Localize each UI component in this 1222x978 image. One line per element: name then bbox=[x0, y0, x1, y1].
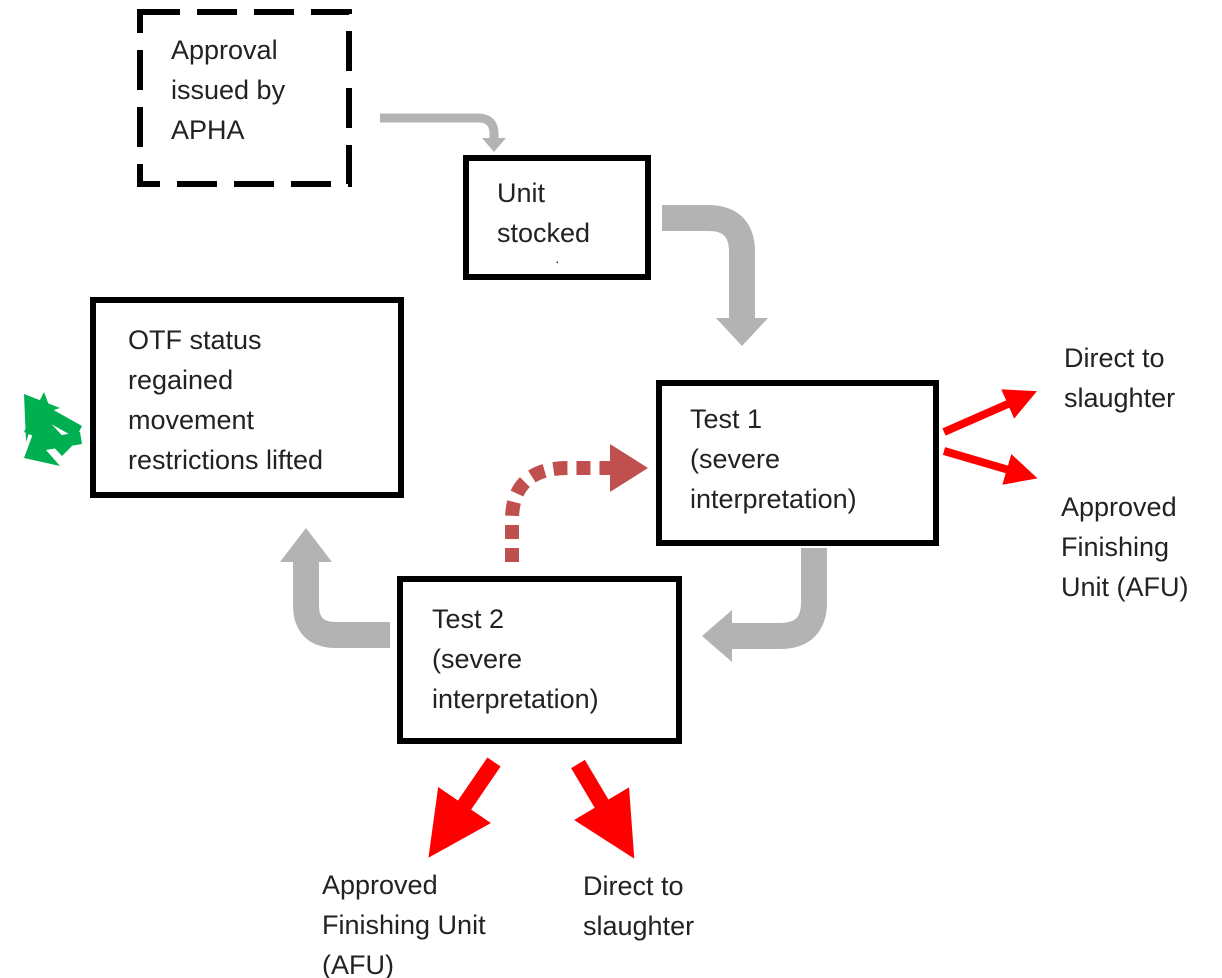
test1-afu-outcome: Approved Finishing Unit (AFU) bbox=[1061, 487, 1189, 607]
otf-status-node bbox=[90, 297, 404, 498]
test2-afu-line-1: Approved bbox=[322, 870, 438, 900]
stocked-to-test1-arrow bbox=[662, 205, 768, 346]
test1-afu-line-1: Approved bbox=[1061, 492, 1177, 522]
test1-slaughter-line-2: slaughter bbox=[1064, 383, 1176, 413]
test1-label: Test 1 (severe interpretation) bbox=[690, 399, 857, 519]
test1-to-test2-arrow bbox=[702, 548, 827, 662]
otf-status-line-2: regained bbox=[128, 365, 234, 395]
test1-to-slaughter-arrow bbox=[942, 389, 1037, 436]
test1-line-3: interpretation) bbox=[690, 484, 857, 514]
unit-stocked-label: Unit stocked · bbox=[497, 173, 590, 269]
test2-line-1: Test 2 bbox=[432, 604, 505, 634]
retest-dashed-arrow bbox=[505, 444, 648, 562]
test2-afu-line-2: Finishing Unit bbox=[322, 910, 486, 940]
test2-slaughter-outcome: Direct to slaughter bbox=[583, 866, 694, 946]
unit-stocked-line-3: · bbox=[555, 253, 560, 269]
approval-label-line-3: APHA bbox=[171, 115, 245, 145]
test2-to-afu-arrow bbox=[428, 757, 501, 858]
otf-status-line-1: OTF status bbox=[128, 325, 262, 355]
test2-to-slaughter-arrow bbox=[571, 759, 635, 859]
test2-slaughter-line-1: Direct to bbox=[583, 871, 684, 901]
approval-label-line-2: issued by bbox=[171, 75, 286, 105]
test1-node bbox=[656, 380, 939, 546]
approval-label: Approval issued by APHA bbox=[171, 30, 285, 150]
approval-to-stocked-arrow bbox=[380, 113, 506, 152]
test2-line-3: interpretation) bbox=[432, 684, 599, 714]
test2-slaughter-line-2: slaughter bbox=[583, 911, 695, 941]
unit-stocked-node bbox=[463, 155, 651, 280]
test2-label: Test 2 (severe interpretation) bbox=[432, 599, 599, 719]
test1-afu-line-3: Unit (AFU) bbox=[1061, 572, 1189, 602]
otf-status-label: OTF status regained movement restriction… bbox=[128, 320, 323, 480]
test2-afu-outcome: Approved Finishing Unit (AFU) bbox=[322, 865, 486, 978]
test2-node bbox=[397, 576, 682, 744]
test1-to-afu-arrow bbox=[942, 447, 1038, 485]
test1-slaughter-outcome: Direct to slaughter bbox=[1064, 338, 1175, 418]
test1-line-1: Test 1 bbox=[690, 404, 763, 434]
test1-slaughter-line-1: Direct to bbox=[1064, 343, 1165, 373]
approval-label-line-1: Approval bbox=[171, 35, 278, 65]
unit-stocked-line-2: stocked bbox=[497, 218, 591, 248]
dashed-border bbox=[137, 9, 352, 187]
unit-stocked-line-1: Unit bbox=[497, 178, 546, 208]
approval-node bbox=[137, 9, 352, 187]
test1-afu-line-2: Finishing bbox=[1061, 532, 1170, 562]
otf-status-line-3: movement bbox=[128, 405, 255, 435]
multi-direction-arrows-icon bbox=[24, 392, 82, 466]
test2-to-otf-arrow bbox=[280, 528, 390, 648]
test1-line-2: (severe bbox=[690, 444, 781, 474]
test2-line-2: (severe bbox=[432, 644, 523, 674]
test2-afu-line-3: (AFU) bbox=[322, 950, 394, 978]
otf-status-line-4: restrictions lifted bbox=[128, 445, 324, 475]
